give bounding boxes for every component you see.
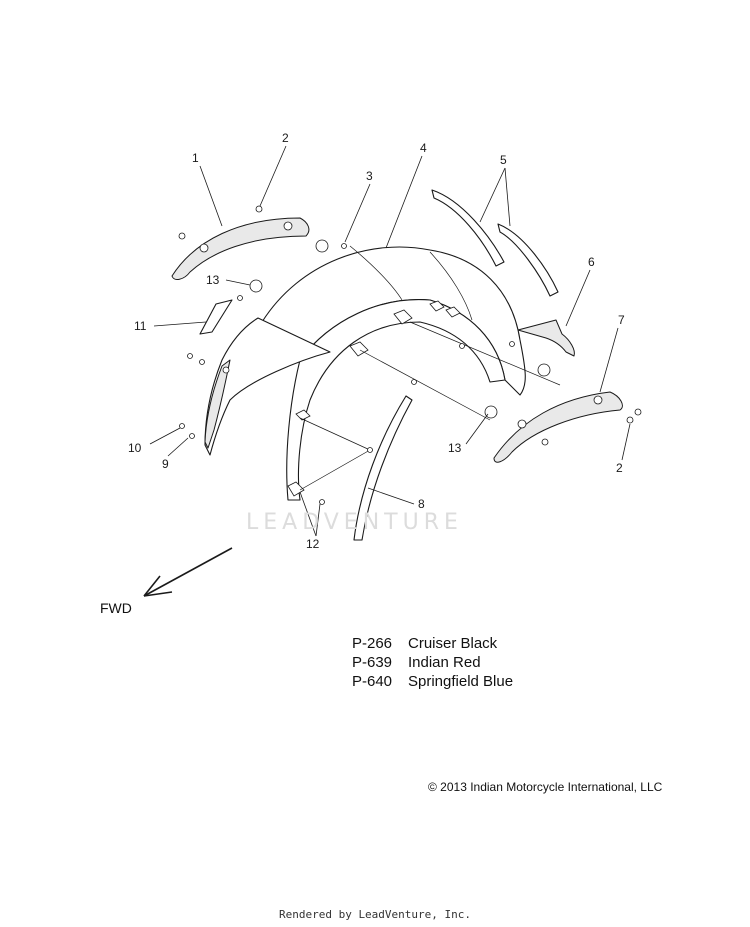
callout-7: 7	[618, 313, 625, 327]
callout-2-upper: 2	[282, 131, 289, 145]
callout-4: 4	[420, 141, 427, 155]
fwd-label: FWD	[100, 600, 132, 616]
callout-6: 6	[588, 255, 595, 269]
paint-row: P-640 Springfield Blue	[352, 672, 513, 691]
trim-piece-1	[171, 205, 310, 280]
disc-13-lower	[484, 405, 498, 419]
tab-11	[199, 299, 233, 335]
bracket-6	[517, 319, 575, 357]
paint-row: P-266 Cruiser Black	[352, 634, 513, 653]
footer-rendered-by: Rendered by LeadVenture, Inc.	[278, 908, 472, 921]
trim-piece-7	[493, 391, 642, 463]
fender-left-panel	[204, 317, 331, 456]
paint-name: Cruiser Black	[408, 635, 498, 652]
leader-lines	[149, 145, 631, 537]
edge-strip-8	[353, 395, 413, 541]
trim-strips-5	[431, 189, 559, 297]
callout-13-lower: 13	[448, 441, 462, 455]
copyright-notice: © 2013 Indian Motorcycle International, …	[428, 780, 663, 794]
paint-name: Springfield Blue	[408, 673, 514, 690]
paint-code: P-266	[352, 635, 393, 652]
disc-13-left	[249, 279, 263, 293]
callout-13-upper: 13	[206, 273, 220, 287]
callout-5: 5	[500, 153, 507, 167]
callout-3: 3	[366, 169, 373, 183]
disc-13-upper	[315, 239, 329, 253]
forward-arrow	[143, 547, 233, 597]
callout-1: 1	[192, 151, 199, 165]
fasteners	[179, 243, 634, 505]
callout-2-lower: 2	[616, 461, 623, 475]
callout-12: 12	[306, 537, 320, 551]
paint-row: P-639 Indian Red	[352, 653, 513, 672]
callout-11: 11	[134, 319, 147, 333]
paint-code: P-639	[352, 654, 393, 671]
callout-10: 10	[128, 441, 142, 455]
callout-8: 8	[418, 497, 425, 511]
callout-9: 9	[162, 457, 169, 471]
paint-code-list: P-266 Cruiser Black P-639 Indian Red P-640…	[352, 634, 513, 691]
fender-shell	[261, 245, 561, 501]
disc-13-right	[537, 363, 551, 377]
paint-name: Indian Red	[408, 654, 481, 671]
paint-code: P-640	[352, 673, 393, 690]
watermark: LEADVENTURE	[246, 510, 463, 535]
